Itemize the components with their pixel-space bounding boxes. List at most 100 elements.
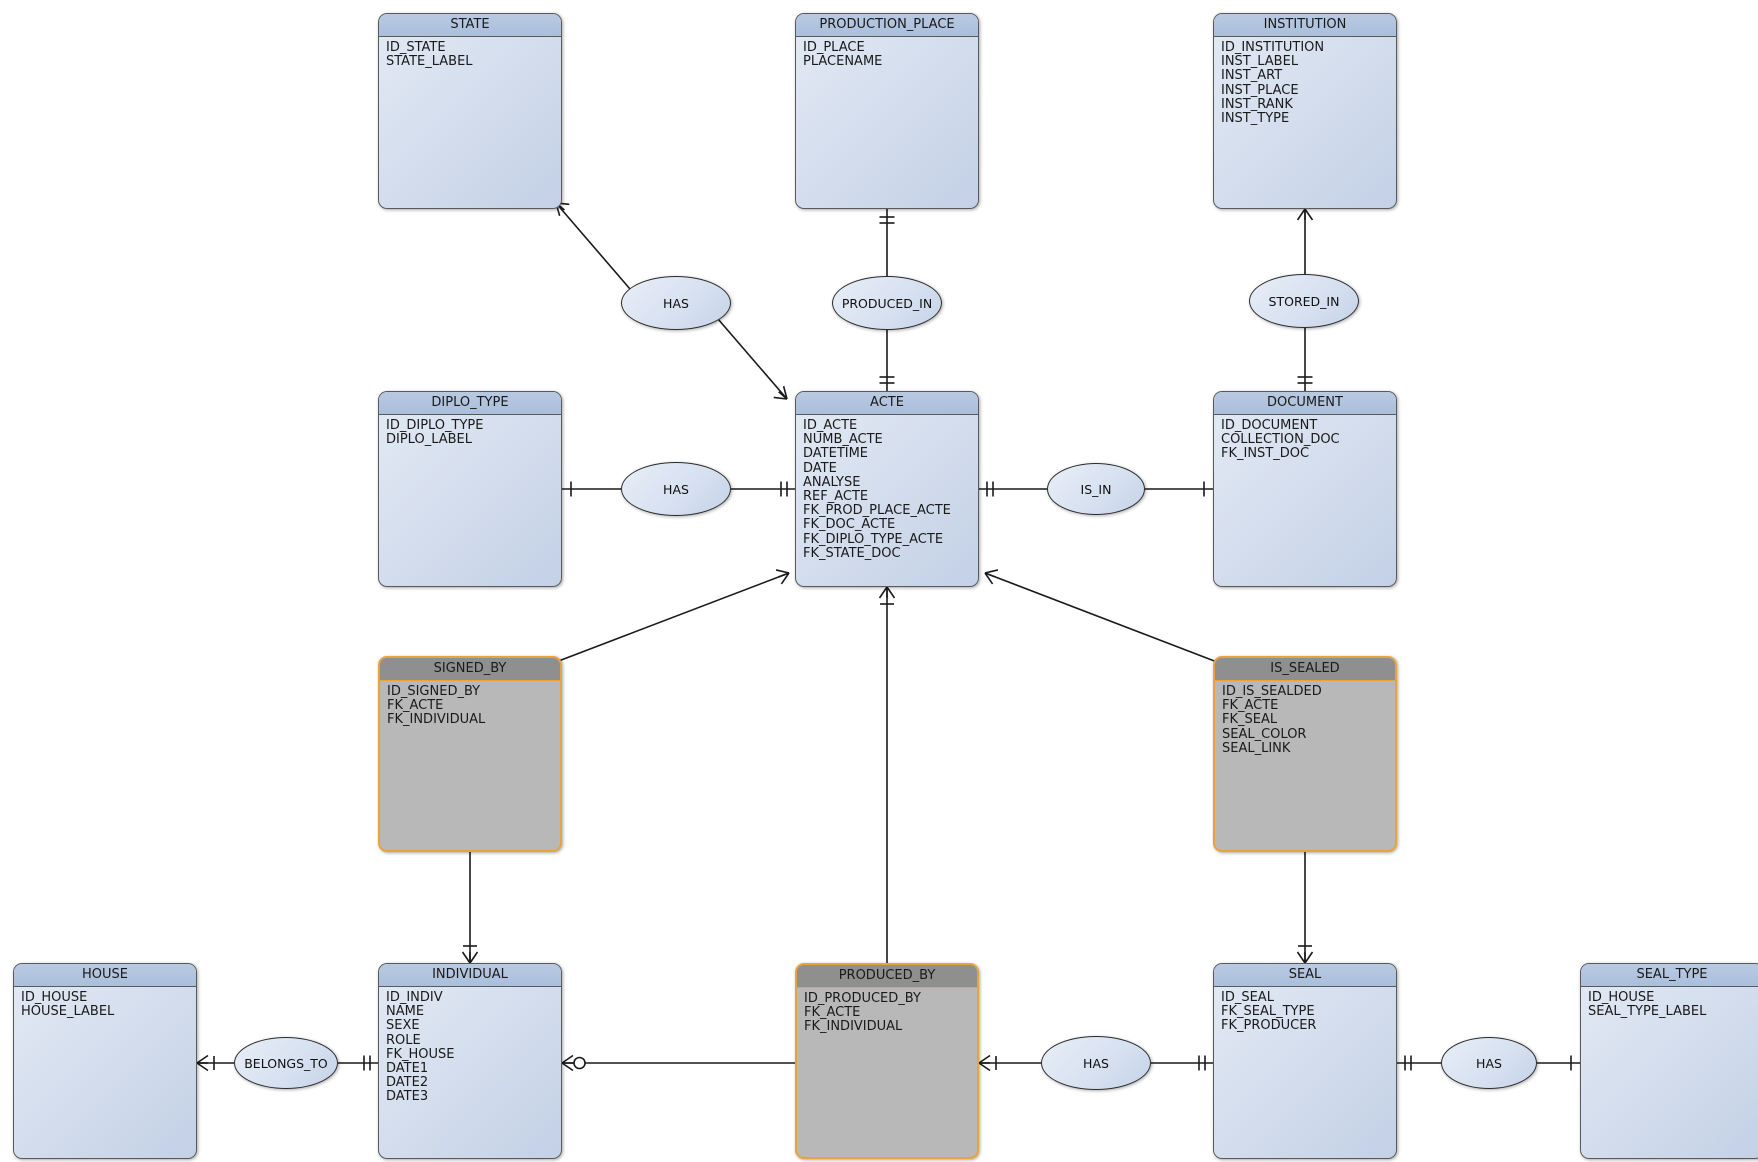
attribute-row: INST_TYPE <box>1221 111 1290 127</box>
relationship-rel_has_diplo[interactable]: HAS <box>621 462 731 516</box>
attribute-row: STATE_LABEL <box>386 54 473 70</box>
relationship-label: HAS <box>663 295 689 311</box>
relationship-rel_produced_in[interactable]: PRODUCED_IN <box>832 276 942 330</box>
cardinality-acte-top <box>879 376 895 384</box>
attribute-row: SEAL_TYPE_LABEL <box>1588 1004 1707 1020</box>
attribute-row: ID_PLACE <box>803 40 865 55</box>
entity-title-house: HOUSE <box>14 964 196 987</box>
attribute-row: ANALYSE <box>803 474 861 490</box>
attribute-row: HOUSE_LABEL <box>21 1004 115 1020</box>
relationship-rel_has_prod[interactable]: HAS <box>1041 1036 1151 1090</box>
entity-title-acte: ACTE <box>796 392 978 415</box>
relationship-rel_is_in[interactable]: IS_IN <box>1047 463 1145 515</box>
entity-title-signed_by: SIGNED_BY <box>380 658 560 681</box>
attribute-row: ID_PRODUCED_BY <box>804 991 921 1006</box>
attribute-row: NUMB_ACTE <box>803 432 883 448</box>
attribute-row: FK_INDIVIDUAL <box>387 712 486 728</box>
entity-title-individual: INDIVIDUAL <box>379 964 561 987</box>
crowfoot-acte-signedby <box>775 569 790 585</box>
relationship-rel_stored_in[interactable]: STORED_IN <box>1249 274 1359 328</box>
relationship-label: PRODUCED_IN <box>841 295 933 311</box>
attribute-row: INST_RANK <box>1221 96 1293 112</box>
attribute-row: DATE3 <box>386 1089 429 1105</box>
entity-title-seal: SEAL <box>1214 964 1396 987</box>
crowfoot-individual-top <box>461 945 479 964</box>
crowfoot-individual-right <box>561 1054 586 1072</box>
relationship-rel_has_state[interactable]: HAS <box>621 276 731 330</box>
entity-title-institution: INSTITUTION <box>1214 14 1396 37</box>
attribute-row: ID_ACTE <box>803 418 858 433</box>
attribute-row: FK_HOUSE <box>386 1046 455 1062</box>
attribute-row: SEAL_COLOR <box>1222 726 1307 742</box>
attribute-row: DIPLO_LABEL <box>386 432 473 448</box>
attribute-row: COLLECTION_DOC <box>1221 432 1340 448</box>
attribute-row: PLACENAME <box>803 54 883 70</box>
attribute-row: ID_SIGNED_BY <box>387 684 481 699</box>
line-has-acte <box>717 318 788 400</box>
attribute-row: DATE1 <box>386 1061 429 1077</box>
attribute-row: ID_INSTITUTION <box>1221 40 1325 55</box>
relationship-label: BELONGS_TO <box>244 1055 328 1071</box>
entity-title-diplo_type: DIPLO_TYPE <box>379 392 561 415</box>
crowfoot-institution <box>1296 208 1314 221</box>
relationship-rel_has_sealtype[interactable]: HAS <box>1441 1037 1537 1089</box>
attribute-row: DATETIME <box>803 446 869 462</box>
entity-title-seal_type: SEAL_TYPE <box>1581 964 1758 987</box>
entity-title-production_place: PRODUCTION_PLACE <box>796 14 978 37</box>
entity-title-produced_by: PRODUCED_BY <box>797 965 977 988</box>
cardinality-prodplace <box>879 216 895 224</box>
attribute-row: SEXE <box>386 1018 420 1034</box>
line-state-has <box>555 202 631 290</box>
line-signedby-acte <box>555 572 790 663</box>
attribute-row: ID_DIPLO_TYPE <box>386 418 484 433</box>
cardinality-seal-left <box>1198 1055 1206 1071</box>
attribute-row: ID_STATE <box>386 40 446 55</box>
cardinality-acte-right <box>986 481 994 497</box>
attribute-row: FK_STATE_DOC <box>803 545 901 561</box>
attribute-row: FK_DOC_ACTE <box>803 517 896 533</box>
cardinality-acte-left <box>780 481 788 497</box>
crowfoot-acte-bottom <box>878 586 896 605</box>
attribute-row: DATE <box>803 460 837 476</box>
attribute-row: ID_HOUSE <box>21 990 88 1005</box>
relationship-rel_belongs_to[interactable]: BELONGS_TO <box>234 1037 338 1089</box>
attribute-row: INST_PLACE <box>1221 82 1299 98</box>
attribute-row: REF_ACTE <box>803 489 869 505</box>
attribute-row: ID_IS_SEALDED <box>1222 684 1322 699</box>
relationship-label: STORED_IN <box>1268 293 1340 309</box>
attribute-row: ID_SEAL <box>1221 990 1274 1005</box>
relationship-label: HAS <box>1083 1055 1109 1071</box>
attribute-row: ROLE <box>386 1032 421 1048</box>
relationship-label: HAS <box>663 481 689 497</box>
attribute-row: NAME <box>386 1004 425 1020</box>
crowfoot-seal-top <box>1296 945 1314 964</box>
attribute-row: INST_ART <box>1221 68 1283 84</box>
attribute-row: FK_INST_DOC <box>1221 446 1310 462</box>
attribute-row: ID_HOUSE <box>1588 990 1655 1005</box>
crowfoot-acte-issealed <box>984 569 999 585</box>
attribute-row: FK_SEAL_TYPE <box>1221 1004 1315 1020</box>
